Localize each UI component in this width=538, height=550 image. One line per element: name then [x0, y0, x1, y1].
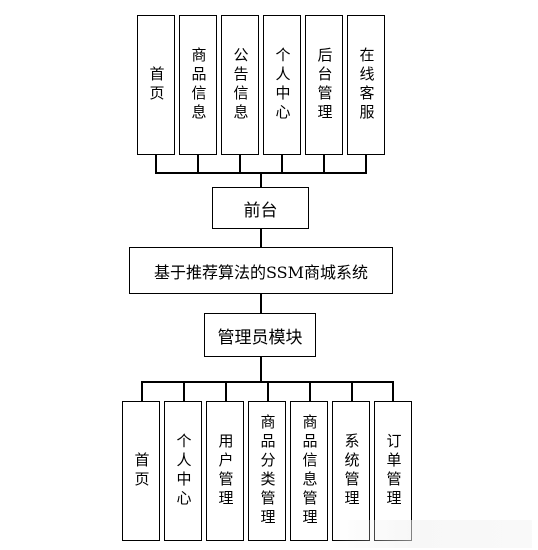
admin-module-label: 管理员模块 — [217, 327, 303, 348]
admin-module-box: 管理员模块 — [204, 313, 316, 357]
connector-top-1 — [155, 155, 157, 173]
admin-module-product-info-management-label: 商品信息管理 — [300, 414, 319, 528]
admin-module-system-management-label: 系统管理 — [342, 433, 361, 509]
connector-top-2 — [197, 155, 199, 173]
admin-module-personal-center: 个人中心 — [164, 401, 202, 541]
system-title: 基于推荐算法的SSM商城系统 — [153, 262, 369, 282]
connector-system-to-admin — [260, 294, 262, 313]
connector-bottom-3 — [225, 381, 227, 401]
connector-bottom-2 — [183, 381, 185, 401]
admin-module-category-management: 商品分类管理 — [248, 401, 286, 541]
admin-module-category-management-label: 商品分类管理 — [258, 414, 277, 528]
connector-bottom-4 — [267, 381, 269, 401]
frontend-module-backend-admin: 后台管理 — [305, 15, 343, 155]
connector-top-3 — [239, 155, 241, 173]
frontend-module-announcement: 公告信息 — [221, 15, 259, 155]
connector-bottom-1 — [141, 381, 143, 401]
frontend-module-backend-admin-label: 后台管理 — [315, 47, 334, 123]
frontend-label: 前台 — [243, 200, 278, 221]
admin-module-product-info-management: 商品信息管理 — [290, 401, 328, 541]
connector-bottom-7 — [392, 381, 394, 401]
admin-module-personal-center-label: 个人中心 — [174, 433, 193, 509]
connector-top-to-frontend — [260, 172, 262, 187]
frontend-module-announcement-label: 公告信息 — [231, 47, 250, 123]
admin-module-user-management: 用户管理 — [206, 401, 244, 541]
frontend-module-product-info-label: 商品信息 — [189, 47, 208, 123]
frontend-module-product-info: 商品信息 — [179, 15, 217, 155]
frontend-module-personal-center-label: 个人中心 — [273, 47, 292, 123]
watermark-overlay — [332, 520, 532, 548]
admin-module-order-management: 订单管理 — [374, 401, 412, 541]
admin-module-system-management: 系统管理 — [332, 401, 370, 541]
admin-module-home: 首页 — [122, 401, 160, 541]
admin-module-order-management-label: 订单管理 — [384, 433, 403, 509]
connector-admin-down — [260, 357, 262, 382]
frontend-box: 前台 — [212, 187, 309, 229]
admin-module-home-label: 首页 — [132, 452, 151, 490]
system-title-box: 基于推荐算法的SSM商城系统 — [129, 247, 393, 294]
connector-frontend-to-system — [260, 229, 262, 247]
frontend-module-online-service-label: 在线客服 — [357, 47, 376, 123]
connector-top-5 — [323, 155, 325, 173]
connector-top-4 — [281, 155, 283, 173]
frontend-module-online-service: 在线客服 — [347, 15, 385, 155]
frontend-module-personal-center: 个人中心 — [263, 15, 301, 155]
frontend-module-home: 首页 — [137, 15, 175, 155]
connector-bottom-5 — [309, 381, 311, 401]
connector-bottom-6 — [351, 381, 353, 401]
admin-module-user-management-label: 用户管理 — [216, 433, 235, 509]
frontend-module-home-label: 首页 — [147, 66, 166, 104]
connector-top-6 — [365, 155, 367, 173]
